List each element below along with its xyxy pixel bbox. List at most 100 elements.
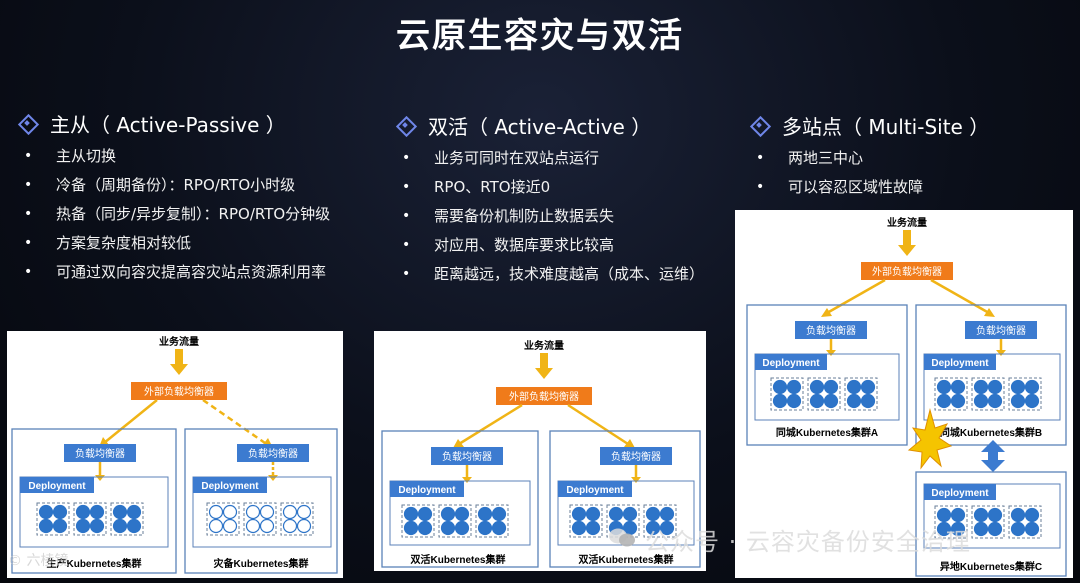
pod-circle: [585, 520, 601, 536]
pod-circle: [645, 506, 661, 522]
external-lb-label: 外部负载均衡器: [144, 385, 214, 398]
internal-lb-label: 负载均衡器: [976, 324, 1026, 337]
bullet-list: 主从切换 冷备（周期备份）：RPO/RTO小时级 热备（同步/异步复制）：RPO…: [20, 142, 330, 287]
column-heading-row: 主从（ Active-Passive ）: [20, 108, 330, 138]
pod-circle: [860, 393, 876, 409]
column-active-passive: 主从（ Active-Passive ） 主从切换 冷备（周期备份）：RPO/R…: [20, 108, 330, 288]
pod-circle: [823, 379, 839, 395]
pod-circle: [936, 379, 952, 395]
lb-arrow-right: [930, 278, 990, 315]
pod-circle: [645, 520, 661, 536]
pod-circle: [987, 521, 1003, 537]
pod-circle: [417, 506, 433, 522]
pod-circle: [403, 506, 419, 522]
list-item: 两地三中心: [752, 144, 989, 173]
deployment-tag: [558, 481, 632, 497]
pod-circle: [936, 393, 952, 409]
internal-lb-label: 负载均衡器: [806, 324, 856, 337]
pod-circle: [1024, 507, 1040, 523]
cluster-frame-primary: [11, 428, 177, 574]
external-lb-box: [131, 382, 227, 400]
internal-lb-box: [431, 447, 503, 465]
lb-arrow-left: [103, 399, 158, 444]
pod-circle: [112, 504, 128, 520]
pod-circle: [477, 520, 493, 536]
cluster-label-left: 双活Kubernetes集群: [410, 553, 505, 566]
pod-circle: [571, 506, 587, 522]
pod-group: [971, 377, 1005, 411]
list-item: RPO、RTO接近0: [398, 173, 704, 202]
pod-circle: [786, 379, 802, 395]
pod-groups-primary: [36, 502, 144, 536]
internal-lb-label: 负载均衡器: [611, 450, 661, 463]
pod-circle: [440, 506, 456, 522]
list-item: 需要备份机制防止数据丢失: [398, 202, 704, 231]
pod-circle: [659, 506, 675, 522]
internal-lb-box: [600, 447, 672, 465]
pod-circle: [222, 518, 238, 534]
pod-circle: [571, 520, 587, 536]
pod-circle: [772, 379, 788, 395]
deployment-label: Deployment: [398, 485, 456, 496]
list-item: 距离越远，技术难度越高（成本、运维）: [398, 260, 704, 289]
cluster-label-a: 同城Kubernetes集群A: [776, 426, 878, 439]
pod-group: [807, 377, 841, 411]
pod-circle: [973, 507, 989, 523]
pod-circle: [52, 504, 68, 520]
diagram-active-active: 业务流量 外部负载均衡器 负载均衡器 Deployment 双活Kubernet…: [374, 331, 706, 571]
column-multi-site: 多站点（ Multi-Site ） 两地三中心 可以容忍区域性故障: [752, 110, 989, 203]
pod-circle: [987, 393, 1003, 409]
diamond-bullet-icon: [20, 116, 34, 130]
pod-circle: [973, 393, 989, 409]
list-item: 热备（同步/异步复制）：RPO/RTO分钟级: [20, 200, 330, 229]
list-item: 业务可同时在双站点运行: [398, 144, 704, 173]
cluster-frame-standby: [184, 428, 338, 574]
pod-circle: [75, 504, 91, 520]
pod-circle: [491, 506, 507, 522]
pod-circle: [973, 379, 989, 395]
column-heading: 主从（ Active-Passive ）: [50, 112, 286, 137]
deployment-tag: [193, 477, 267, 493]
deployment-tag: [20, 477, 94, 493]
cluster-frame-a: [746, 304, 908, 446]
pod-circle: [987, 379, 1003, 395]
pod-circle: [1010, 393, 1026, 409]
pod-circle: [296, 518, 312, 534]
lb-arrow-right-dashed: [202, 398, 266, 445]
deployment-label: Deployment: [201, 481, 259, 492]
list-item: 可以容忍区域性故障: [752, 173, 989, 202]
deployment-label: Deployment: [566, 485, 624, 496]
sync-double-arrow-icon: [981, 440, 1005, 472]
pod-circle: [454, 520, 470, 536]
pod-circle: [52, 518, 68, 534]
pod-circle: [608, 506, 624, 522]
diamond-bullet-icon: [752, 118, 766, 132]
list-item: 冷备（周期备份）：RPO/RTO小时级: [20, 171, 330, 200]
pod-group: [934, 505, 968, 539]
deployment-label: Deployment: [28, 481, 86, 492]
pod-groups-c: [934, 505, 1042, 539]
pod-circle: [1024, 393, 1040, 409]
external-lb-label: 外部负载均衡器: [872, 265, 942, 278]
pod-circle: [38, 504, 54, 520]
pod-group: [844, 377, 878, 411]
pod-circle: [950, 379, 966, 395]
pod-circle: [259, 504, 275, 520]
pod-group: [770, 377, 804, 411]
deployment-label: Deployment: [762, 358, 820, 369]
cluster-frame-left: [381, 430, 539, 568]
cluster-label-primary: 生产Kubernetes集群: [46, 557, 141, 570]
column-heading-row: 多站点（ Multi-Site ）: [752, 110, 989, 140]
pod-circle: [440, 520, 456, 536]
pod-group: [643, 504, 677, 538]
pod-group: [73, 502, 107, 536]
pod-groups-left: [401, 504, 509, 538]
cluster-label-c: 异地Kubernetes集群C: [940, 560, 1042, 573]
pod-circle: [296, 504, 312, 520]
pod-groups-b: [934, 377, 1042, 411]
diamond-bullet-icon: [398, 118, 412, 132]
pod-circle: [1010, 379, 1026, 395]
traffic-label: 业务流量: [524, 339, 564, 352]
pod-circle: [75, 518, 91, 534]
external-lb-label: 外部负载均衡器: [509, 390, 579, 403]
